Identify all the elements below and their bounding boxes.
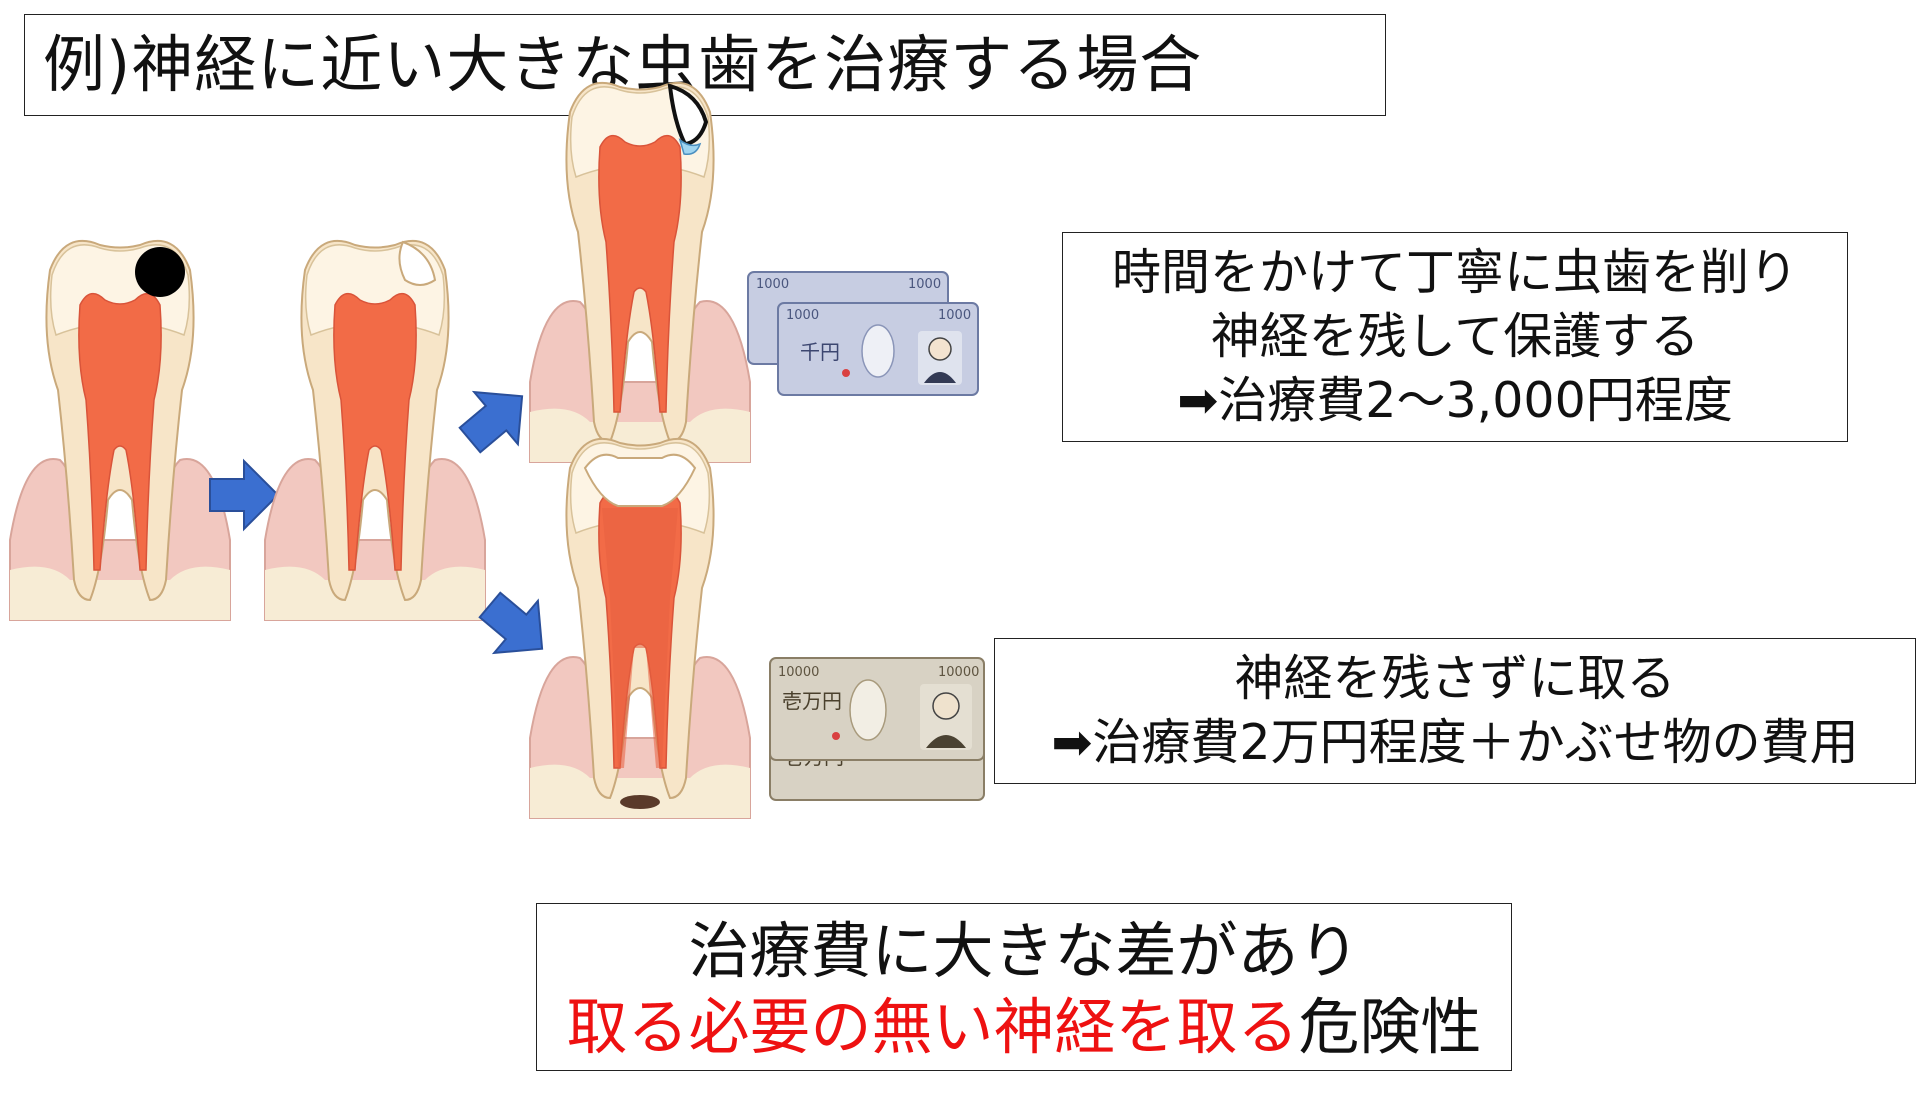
root-apex bbox=[620, 795, 660, 809]
note-denomination: 1000 bbox=[908, 277, 941, 292]
note-denomination: 1000 bbox=[938, 308, 971, 323]
note-denomination: 1000 bbox=[756, 277, 789, 292]
tooth-pulp-preserved bbox=[529, 81, 751, 463]
option-a-line1: 時間をかけて丁寧に虫歯を削り bbox=[1111, 244, 1798, 301]
summary-warning-highlight: 取る必要の無い神経を取る bbox=[566, 992, 1299, 1063]
summary-warning-suffix: 危険性 bbox=[1298, 992, 1482, 1063]
tooth-cavity-removed bbox=[264, 239, 486, 621]
summary-line1: 治療費に大きな差があり bbox=[688, 916, 1360, 987]
option-b-line1: 神経を残さずに取る bbox=[1234, 650, 1676, 707]
option-b-cost: ➡治療費2万円程度＋かぶせ物の費用 bbox=[1051, 714, 1859, 771]
note-denomination: 1000 bbox=[786, 308, 819, 323]
option-remove-nerve-box: 神経を残さずに取る ➡治療費2万円程度＋かぶせ物の費用 bbox=[994, 638, 1916, 784]
thousand-yen-notes: 1000 1000 1000 1000 千円 bbox=[747, 271, 979, 396]
portrait-icon bbox=[920, 684, 972, 750]
option-preserve-nerve-box: 時間をかけて丁寧に虫歯を削り 神経を残して保護する ➡治療費2～3,000円程度 bbox=[1062, 232, 1848, 442]
tooth-pulp-removed bbox=[529, 437, 751, 819]
note-denomination: 10000 bbox=[938, 665, 979, 680]
cavity-spot bbox=[135, 247, 185, 297]
filling bbox=[667, 83, 709, 147]
note-denomination: 10000 bbox=[778, 665, 819, 680]
option-a-cost: ➡治療費2～3,000円程度 bbox=[1177, 372, 1733, 429]
note-label: 千円 bbox=[800, 340, 840, 364]
ten-thousand-yen-notes: 10000 10000 壱万円 10000 10000 壱万円 bbox=[769, 657, 985, 801]
option-a-line2: 神経を残して保護する bbox=[1210, 308, 1700, 365]
protective-liner bbox=[678, 137, 702, 156]
tooth-with-cavity bbox=[9, 239, 231, 621]
summary-box: 治療費に大きな差があり 取る必要の無い神経を取る危険性 bbox=[536, 903, 1512, 1071]
note-label: 壱万円 bbox=[782, 689, 842, 713]
portrait-icon bbox=[918, 331, 962, 385]
